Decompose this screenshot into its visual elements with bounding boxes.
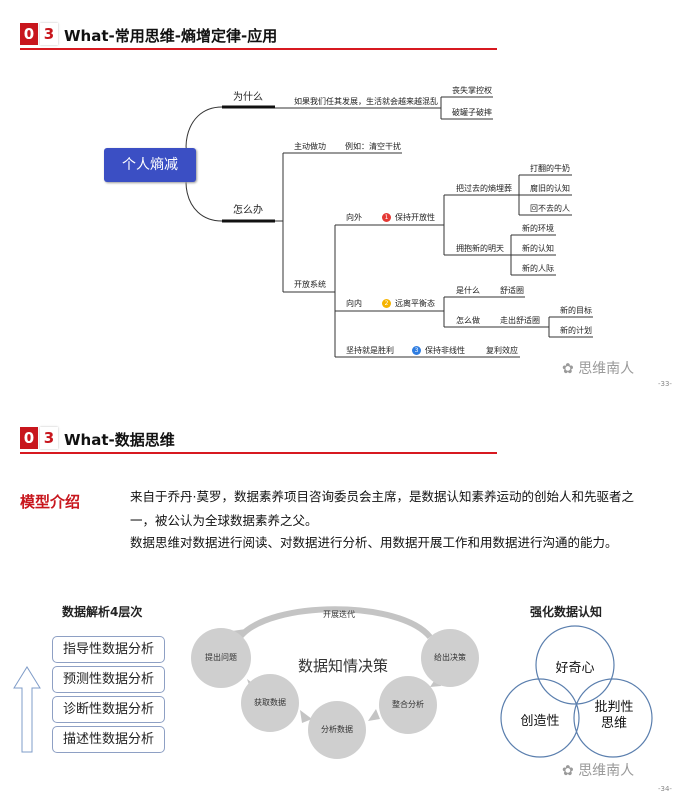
node-bury-item: 打翻的牛奶 bbox=[530, 164, 570, 173]
cycle-step: 提出问题 bbox=[191, 628, 251, 688]
watermark: ✿ 思维南人 bbox=[562, 358, 634, 378]
node-howdo: 怎么做 bbox=[456, 316, 480, 325]
node-inward-principle: 2 远离平衡态 bbox=[382, 299, 435, 309]
node-why-result: 破罐子破摔 bbox=[452, 108, 492, 117]
node-bury-item: 腐旧的认知 bbox=[530, 184, 570, 193]
node-embrace-item: 新的人际 bbox=[522, 264, 554, 273]
up-arrow-icon bbox=[13, 666, 41, 753]
venn-label: 好奇心 bbox=[555, 661, 595, 676]
intro-label: 模型介绍 bbox=[20, 493, 81, 511]
intro-line: 数据思维对数据进行阅读、对数据进行分析、用数据开展工作和用数据进行沟通的能力。 bbox=[130, 535, 618, 550]
cycle-step: 整合分析 bbox=[379, 676, 437, 734]
mindmap-root-node: 个人熵减 bbox=[104, 148, 196, 182]
page-number: -33- bbox=[658, 380, 672, 388]
level-item: 预测性数据分析 bbox=[52, 666, 165, 693]
node-embrace-item: 新的认知 bbox=[522, 244, 554, 253]
node-active-example: 例如：清空干扰 bbox=[345, 142, 401, 151]
title-underline bbox=[20, 452, 497, 454]
cycle-step: 分析数据 bbox=[308, 701, 366, 759]
venn-label: 创造性 bbox=[520, 714, 560, 729]
watermark-text: 思维南人 bbox=[578, 361, 635, 377]
node-open-system: 开放系统 bbox=[294, 280, 326, 289]
cycle-loop-label: 开展迭代 bbox=[323, 610, 355, 619]
cycle-center-label: 数据知情决策 bbox=[298, 657, 389, 675]
cycle-step: 给出决策 bbox=[421, 629, 479, 687]
wechat-icon: ✿ bbox=[562, 763, 579, 779]
node-how: 怎么办 bbox=[233, 205, 263, 216]
badge-1-icon: 1 bbox=[382, 213, 391, 222]
venn-title: 强化数据认知 bbox=[530, 605, 603, 619]
node-bury-item: 回不去的人 bbox=[530, 204, 570, 213]
node-why-result: 丧失掌控权 bbox=[452, 86, 492, 95]
principle-label: 远离平衡态 bbox=[395, 299, 435, 308]
principle-label: 保持开放性 bbox=[395, 213, 435, 222]
node-active: 主动做功 bbox=[294, 142, 326, 151]
watermark-text: 思维南人 bbox=[578, 763, 635, 779]
node-embrace-item: 新的环境 bbox=[522, 224, 554, 233]
venn-label: 批判性 思维 bbox=[594, 700, 634, 731]
node-howdo-item: 新的计划 bbox=[560, 326, 592, 335]
node-howdo-value: 走出舒适圈 bbox=[500, 316, 540, 325]
node-howdo-item: 新的目标 bbox=[560, 306, 592, 315]
slide-title: What-数据思维 bbox=[64, 431, 175, 449]
node-why-reason: 如果我们任其发展，生活就会越来越混乱 bbox=[294, 97, 438, 106]
cycle-step: 获取数据 bbox=[241, 674, 299, 732]
slide-title: What-常用思维-熵增定律-应用 bbox=[64, 27, 278, 45]
badge-3-icon: 3 bbox=[412, 346, 421, 355]
level-item: 描述性数据分析 bbox=[52, 726, 165, 753]
section-number-b: 3 bbox=[40, 427, 58, 449]
watermark: ✿ 思维南人 bbox=[562, 760, 634, 780]
intro-line: 一，被公认为全球数据素养之父。 bbox=[130, 513, 318, 528]
venn-diagram bbox=[500, 625, 653, 758]
section-number-a: 0 bbox=[20, 427, 38, 449]
node-what: 是什么 bbox=[456, 286, 480, 295]
node-outward: 向外 bbox=[346, 213, 362, 222]
node-persist: 坚持就是胜利 bbox=[346, 346, 394, 355]
section-number-a: 0 bbox=[20, 23, 38, 45]
level-item: 指导性数据分析 bbox=[52, 636, 165, 663]
node-embrace: 拥抱新的明天 bbox=[456, 244, 504, 253]
title-underline bbox=[20, 48, 497, 50]
mindmap-connectors bbox=[185, 96, 593, 358]
node-what-value: 舒适圈 bbox=[500, 286, 524, 295]
section-number-b: 3 bbox=[40, 23, 58, 45]
node-outward-principle: 1 保持开放性 bbox=[382, 213, 435, 223]
node-persist-value: 复利效应 bbox=[486, 346, 518, 355]
wechat-icon: ✿ bbox=[562, 361, 579, 377]
levels-title: 数据解析4层次 bbox=[62, 605, 143, 619]
node-persist-principle: 3 保持非线性 bbox=[412, 346, 465, 356]
node-why: 为什么 bbox=[233, 92, 263, 103]
level-item: 诊断性数据分析 bbox=[52, 696, 165, 723]
node-inward: 向内 bbox=[346, 299, 362, 308]
principle-label: 保持非线性 bbox=[425, 346, 465, 355]
node-bury: 把过去的熵埋葬 bbox=[456, 184, 512, 193]
page-number: -34- bbox=[658, 785, 672, 793]
badge-2-icon: 2 bbox=[382, 299, 391, 308]
intro-line: 来自于乔丹·莫罗，数据素养项目咨询委员会主席，是数据认知素养运动的创始人和先驱者… bbox=[130, 489, 634, 504]
